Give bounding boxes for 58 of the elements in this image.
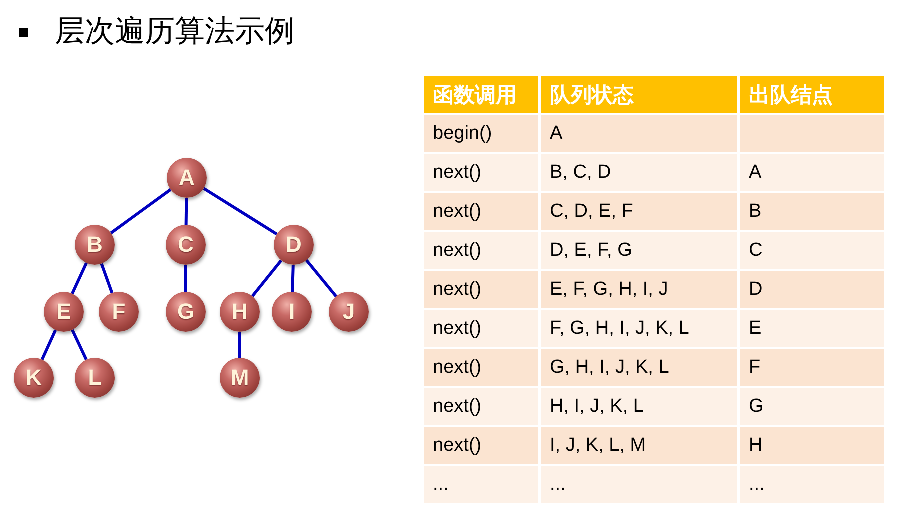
connector-line — [203, 187, 278, 236]
slide-title: 层次遍历算法示例 — [55, 14, 295, 50]
tree-node: K — [14, 358, 54, 398]
table-cell: ... — [740, 466, 884, 503]
tree-node: C — [166, 225, 206, 265]
table-cell: ... — [424, 466, 538, 503]
table-cell: next() — [424, 232, 538, 269]
table-cell: next() — [424, 193, 538, 230]
table-cell: C, D, E, F — [541, 193, 737, 230]
tree-node: M — [220, 358, 260, 398]
table-cell: next() — [424, 271, 538, 308]
table-cell: next() — [424, 388, 538, 425]
connector-line — [110, 188, 172, 234]
tree-node: F — [99, 292, 139, 332]
connector-line — [238, 332, 242, 358]
header-cell: 队列状态 — [541, 76, 737, 113]
connector-line — [184, 265, 188, 292]
table-cell: B — [740, 193, 884, 230]
tree-node: L — [75, 358, 115, 398]
table-cell: F — [740, 349, 884, 386]
tree-node: I — [272, 292, 312, 332]
table-cell: F, G, H, I, J, K, L — [541, 310, 737, 347]
table-cell: C — [740, 232, 884, 269]
table-cell: B, C, D — [541, 154, 737, 191]
table-cell: G, H, I, J, K, L — [541, 349, 737, 386]
tree-node: D — [274, 225, 314, 265]
connector-line — [291, 264, 295, 292]
connector-line — [306, 260, 338, 298]
connector-line — [184, 198, 188, 226]
table-cell: next() — [424, 349, 538, 386]
header-cell: 函数调用 — [424, 76, 538, 113]
table-cell: A — [740, 154, 884, 191]
tree-node: H — [220, 292, 260, 332]
table-cell: A — [541, 115, 737, 152]
table-cell: H — [740, 427, 884, 464]
table-cell: D, E, F, G — [541, 232, 737, 269]
table-cell: G — [740, 388, 884, 425]
table-cell: next() — [424, 427, 538, 464]
table-cell: I, J, K, L, M — [541, 427, 737, 464]
table-cell: next() — [424, 154, 538, 191]
table-cell: E — [740, 310, 884, 347]
table-cell: E, F, G, H, I, J — [541, 271, 737, 308]
connector-line — [71, 262, 88, 294]
tree-node: E — [44, 292, 84, 332]
table-cell: ... — [541, 466, 737, 503]
tree-node: J — [329, 292, 369, 332]
tree-node: A — [167, 158, 207, 198]
tree-node: B — [75, 225, 115, 265]
connector-line — [71, 329, 88, 361]
table-cell: H, I, J, K, L — [541, 388, 737, 425]
tree-node: G — [166, 292, 206, 332]
header-cell: 出队结点 — [740, 76, 884, 113]
table-cell: begin() — [424, 115, 538, 152]
table-cell: next() — [424, 310, 538, 347]
table-cell: D — [740, 271, 884, 308]
connector-line — [251, 260, 283, 298]
connector-line — [40, 330, 58, 360]
connector-line — [100, 263, 114, 294]
